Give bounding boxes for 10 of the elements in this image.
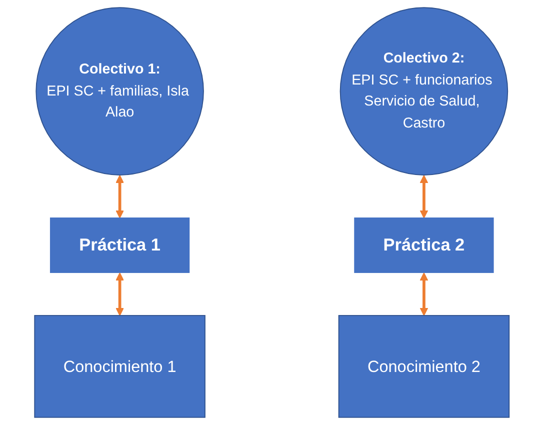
arrow bbox=[116, 272, 124, 316]
node-box: Conocimiento 2 bbox=[338, 315, 510, 418]
arrow bbox=[420, 174, 428, 218]
node-circle: Colectivo 1: EPI SC + familias, Isla Alao bbox=[36, 7, 204, 176]
arrow bbox=[420, 272, 428, 316]
node-box: Conocimiento 1 bbox=[34, 315, 206, 418]
node-box: Práctica 1 bbox=[50, 218, 190, 273]
arrow bbox=[116, 174, 124, 218]
node-box: Práctica 2 bbox=[354, 218, 494, 273]
node-circle: Colectivo 2: EPI SC + funcionarios Servicio de Salud, Castro bbox=[340, 7, 508, 176]
